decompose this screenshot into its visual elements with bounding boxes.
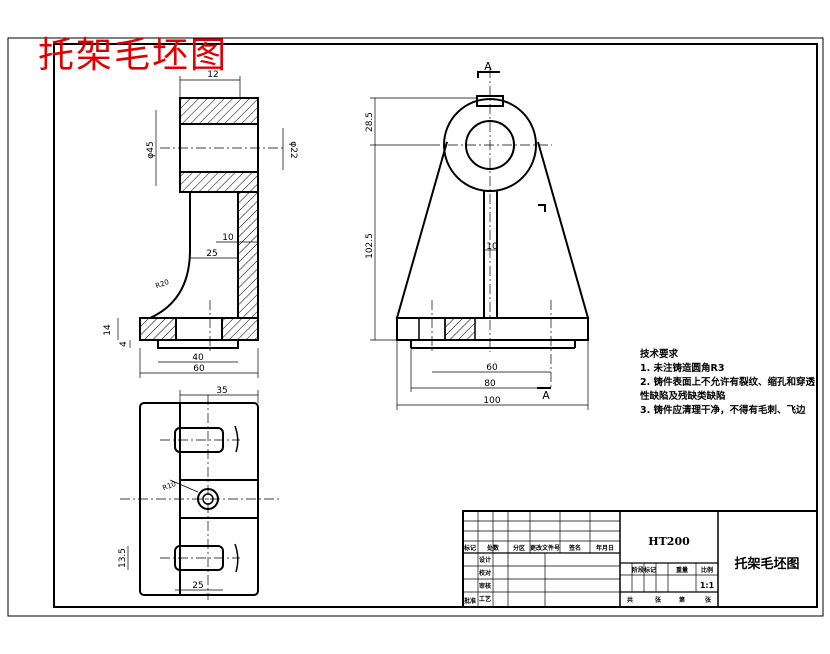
inner-frame xyxy=(53,43,818,608)
dim-40: 40 xyxy=(192,353,204,363)
front-view xyxy=(370,68,590,410)
technical-requirement-2-cont: 性缺陷及残缺类缺陷 xyxy=(640,391,726,402)
technical-requirement-2: 2. 铸件表面上不允许有裂纹、缩孔和穿透 xyxy=(640,377,816,388)
tb-header-chushu: 处数 xyxy=(486,544,500,552)
tb-left-sheji: 设计 xyxy=(479,556,491,564)
dim-25-side: 25 xyxy=(206,249,217,259)
title-block-part-name: 托架毛坯图 xyxy=(734,556,799,572)
dim-phi45: φ45 xyxy=(146,141,156,158)
dim-28-5: 28.5 xyxy=(365,112,375,132)
dim-100: 100 xyxy=(483,396,500,406)
tb-left-gongyi: 工艺 xyxy=(479,595,491,603)
technical-requirements: 技术要求 1. 未注铸造圆角R3 2. 铸件表面上不允许有裂纹、缩孔和穿透 性缺… xyxy=(640,348,815,418)
dim-14: 14 xyxy=(103,324,113,336)
top-view xyxy=(120,390,280,600)
tb-header-nianyueri: 年月日 xyxy=(596,544,614,552)
dim-12: 12 xyxy=(207,70,218,80)
dim-4: 4 xyxy=(119,341,129,347)
tb-scale-label: 比例 xyxy=(701,566,713,574)
tb-stage-label: 阶段标记 xyxy=(632,566,656,574)
section-label-a-top: A xyxy=(484,60,492,73)
tb-bottom-pizhun: 批准 xyxy=(464,597,476,605)
tb-header-genggai: 更改文件号 xyxy=(530,544,560,552)
dim-phi22: φ22 xyxy=(288,141,298,158)
tb-left-shenhe: 审核 xyxy=(479,582,491,590)
outer-frame xyxy=(7,37,824,617)
title-block-material: HT200 xyxy=(648,535,690,548)
dim-10-front: 10 xyxy=(486,242,498,252)
side-view xyxy=(117,76,285,378)
tb-header-qianming: 签名 xyxy=(568,544,581,552)
dim-r10: R10 xyxy=(161,480,177,492)
dim-102-5: 102.5 xyxy=(365,233,375,259)
dim-35: 35 xyxy=(216,386,227,396)
dim-13-5: 13.5 xyxy=(118,548,128,568)
technical-requirement-3: 3. 铸件应清理干净，不得有毛刺、飞边 xyxy=(640,405,806,416)
dim-25-top: 25 xyxy=(192,581,203,591)
tb-sheets-di: 第 xyxy=(678,596,685,604)
dim-60-front: 60 xyxy=(486,363,498,373)
section-label-a-bottom: A xyxy=(542,389,550,402)
tb-weight-label: 重量 xyxy=(676,566,688,574)
technical-requirements-heading: 技术要求 xyxy=(640,349,679,360)
tb-sheets-gong: 共 xyxy=(627,596,633,604)
tb-header-biaoji: 标记 xyxy=(463,544,476,552)
tb-sheets-zhang1: 张 xyxy=(655,596,662,604)
tb-sheets-zhang2: 张 xyxy=(705,596,712,604)
tb-header-fenqu: 分区 xyxy=(513,544,525,552)
title-block-scale: 1:1 xyxy=(700,581,715,590)
title-block xyxy=(462,510,818,608)
dim-10-side: 10 xyxy=(222,233,234,243)
dim-60-side: 60 xyxy=(193,364,205,374)
dim-80: 80 xyxy=(484,379,496,389)
drawing-title-red: 托架毛坯图 xyxy=(38,35,229,76)
technical-requirement-1: 1. 未注铸造圆角R3 xyxy=(640,363,725,374)
dim-r20: R20 xyxy=(154,278,170,290)
tb-left-jiaodui: 校对 xyxy=(479,569,491,577)
